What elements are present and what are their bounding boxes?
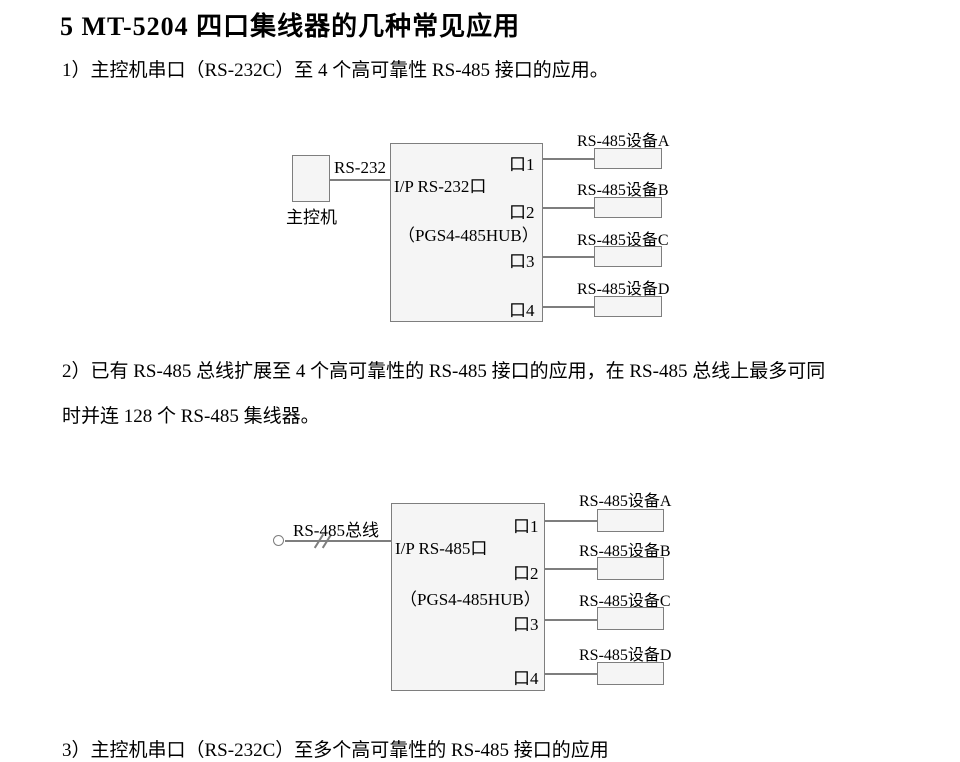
section-1-text: 1）主控机串口（RS-232C）至 4 个高可靠性 RS-485 接口的应用。	[62, 60, 609, 81]
device-a-label: RS-485设备A	[579, 493, 672, 510]
hub-input-port-label: I/P RS-485口	[395, 539, 488, 558]
bus-terminator-icon	[273, 535, 284, 546]
hub-model-label: （PGS4-485HUB）	[398, 226, 539, 245]
hub-port-1-label: 口1	[509, 155, 535, 174]
host-computer-box	[292, 155, 330, 202]
hub-input-port-label: I/P RS-232口	[394, 177, 487, 196]
host-computer-label: 主控机	[286, 208, 337, 227]
device-b-label: RS-485设备B	[577, 182, 669, 199]
device-c-box	[594, 246, 662, 267]
device-d-label: RS-485设备D	[579, 647, 672, 664]
port3-device-line	[543, 256, 594, 258]
page-title: 5 MT-5204 四口集线器的几种常见应用	[60, 12, 521, 42]
port1-device-line	[543, 158, 594, 160]
hub-port-4-label: 口4	[509, 301, 535, 320]
rs485-bus-label: RS-485总线	[293, 521, 379, 540]
device-b-box	[597, 557, 664, 580]
device-b-box	[594, 197, 662, 218]
device-a-box	[597, 509, 664, 532]
section-2-text-line-1: 2）已有 RS-485 总线扩展至 4 个高可靠性的 RS-485 接口的应用，…	[62, 361, 826, 382]
rs485-bus-line	[285, 540, 391, 542]
hub-box: I/P RS-232口 （PGS4-485HUB） 口1 口2 口3 口4	[390, 143, 543, 322]
hub-model-label: （PGS4-485HUB）	[400, 590, 541, 609]
hub-port-1-label: 口1	[513, 517, 539, 536]
hub-port-3-label: 口3	[513, 615, 539, 634]
hub-port-2-label: 口2	[509, 203, 535, 222]
port3-device-line	[545, 619, 597, 621]
device-c-label: RS-485设备C	[577, 232, 669, 249]
port1-device-line	[545, 520, 597, 522]
port2-device-line	[545, 568, 597, 570]
port4-device-line	[545, 673, 597, 675]
hub-port-3-label: 口3	[509, 252, 535, 271]
device-d-box	[597, 662, 664, 685]
rs232-link-label: RS-232	[334, 158, 386, 177]
device-c-box	[597, 607, 664, 630]
hub-port-2-label: 口2	[513, 564, 539, 583]
hub-port-4-label: 口4	[513, 669, 539, 688]
device-d-label: RS-485设备D	[577, 281, 670, 298]
device-c-label: RS-485设备C	[579, 593, 671, 610]
device-a-box	[594, 148, 662, 169]
section-3-text: 3）主控机串口（RS-232C）至多个高可靠性的 RS-485 接口的应用	[62, 740, 609, 761]
port2-device-line	[543, 207, 594, 209]
device-a-label: RS-485设备A	[577, 133, 670, 150]
section-2-text-line-2: 时并连 128 个 RS-485 集线器。	[62, 406, 320, 427]
device-d-box	[594, 296, 662, 317]
device-b-label: RS-485设备B	[579, 543, 671, 560]
hub-box: I/P RS-485口 （PGS4-485HUB） 口1 口2 口3 口4	[391, 503, 545, 691]
port4-device-line	[543, 306, 594, 308]
rs232-link-line	[330, 179, 390, 181]
